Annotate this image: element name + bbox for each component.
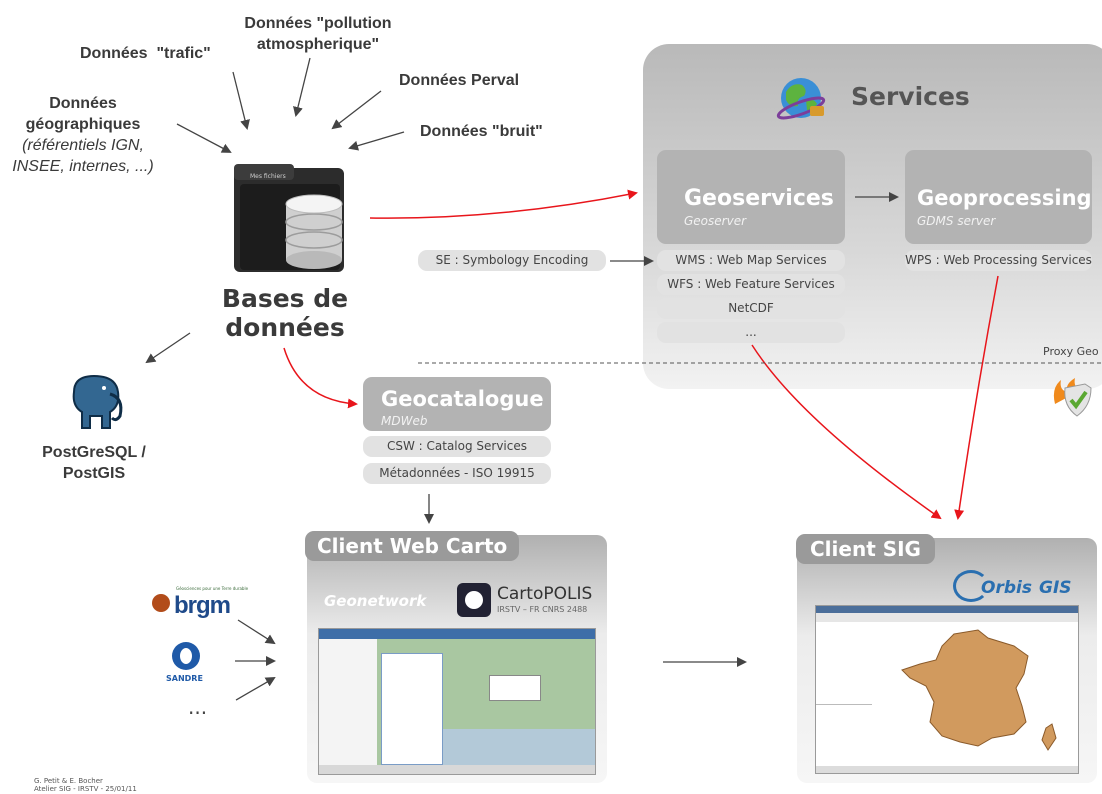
wms-pill: WMS : Web Map Services bbox=[657, 250, 845, 271]
csw-pill: CSW : Catalog Services bbox=[363, 436, 551, 457]
arrow-pollution bbox=[293, 57, 311, 117]
arrow-perval bbox=[331, 90, 382, 130]
geocatalogue-title: Geocatalogue bbox=[381, 387, 544, 411]
sandre-mark-icon bbox=[172, 642, 200, 670]
perval-label: Données Perval bbox=[399, 72, 520, 89]
proxy-label: Proxy Geo bbox=[1043, 345, 1099, 358]
postgres-line-1: PostGreSQL / bbox=[42, 444, 146, 461]
netcdf-pill: NetCDF bbox=[657, 298, 845, 319]
se-pill: SE : Symbology Encoding bbox=[418, 250, 606, 271]
cartopolis-sub: IRSTV – FR CNRS 2488 bbox=[497, 605, 588, 614]
metadata-pill: Métadonnées - ISO 19915 bbox=[363, 463, 551, 484]
shield-icon bbox=[1045, 374, 1095, 418]
pollution-line-1: Données "pollution bbox=[244, 15, 392, 32]
cartopolis-mark-icon bbox=[457, 583, 491, 617]
elephant-icon bbox=[64, 372, 128, 432]
more-sources-label: ... bbox=[188, 695, 208, 719]
more-services-pill: ... bbox=[657, 322, 845, 343]
trafic-label: Données "trafic" bbox=[80, 45, 211, 62]
bases-title: Bases de données bbox=[210, 284, 360, 342]
geo-line-1: Données bbox=[49, 95, 117, 112]
geocatalogue-sub: MDWeb bbox=[381, 414, 428, 428]
orbisgis-name-b: GIS bbox=[1039, 578, 1072, 598]
brgm-name: brgm bbox=[174, 592, 231, 619]
orbisgis-swoosh-icon bbox=[953, 570, 989, 602]
folder-label: Mes fichiers bbox=[250, 173, 286, 180]
brgm-mark-icon bbox=[152, 594, 170, 612]
globe-icon bbox=[774, 72, 828, 124]
cartopolis-name: CartoPOLIS bbox=[497, 584, 593, 604]
geocatalogue-box: Geocatalogue MDWeb bbox=[363, 377, 551, 431]
geo-line-3: (référentiels IGN, bbox=[22, 137, 144, 154]
credits-line-1: G. Petit & E. Bocher bbox=[34, 777, 103, 785]
brgm-logo: Géosciences pour une Terre durable brgm bbox=[150, 586, 248, 626]
sig-client-screenshot bbox=[815, 605, 1079, 774]
sandre-logo: SANDRE bbox=[158, 640, 218, 686]
bruit-label: Données "bruit" bbox=[420, 123, 543, 140]
geoservices-box: Geoservices Geoserver bbox=[657, 150, 845, 244]
geoprocessing-box: Geoprocessing GDMS server bbox=[905, 150, 1092, 244]
arrow-services-to-sig bbox=[751, 344, 942, 520]
orbisgis-logo: Orbis GIS bbox=[953, 566, 1083, 602]
arrow-trafic bbox=[232, 71, 250, 130]
sandre-name: SANDRE bbox=[166, 674, 203, 683]
client-web-title: Client Web Carto bbox=[305, 531, 520, 561]
pollution-label: Données "pollution atmospherique" bbox=[238, 13, 398, 55]
geonetwork-label: Geonetwork bbox=[324, 592, 427, 610]
arrow-to-postgres bbox=[145, 332, 191, 364]
geoservices-title: Geoservices bbox=[684, 186, 834, 211]
arrow-db-to-geoservices bbox=[369, 189, 638, 219]
credits: G. Petit & E. Bocher Atelier SIG - IRSTV… bbox=[34, 777, 137, 793]
arrow-brgm bbox=[237, 619, 276, 645]
geo-line-4: INSEE, internes, ...) bbox=[12, 158, 154, 175]
postgres-line-2: PostGIS bbox=[62, 465, 126, 482]
arrow-more bbox=[235, 676, 276, 701]
arrow-geo bbox=[176, 123, 232, 153]
geoservices-sub: Geoserver bbox=[684, 214, 747, 228]
credits-line-2: Atelier SIG - IRSTV - 25/01/11 bbox=[34, 785, 137, 793]
wfs-pill: WFS : Web Feature Services bbox=[657, 274, 845, 295]
bases-title-line-2: données bbox=[225, 313, 345, 342]
wps-pill: WPS : Web Processing Services bbox=[905, 250, 1092, 271]
bases-title-line-1: Bases de bbox=[221, 284, 349, 313]
postgres-label: PostGreSQL / PostGIS bbox=[24, 442, 164, 484]
geoprocessing-title: Geoprocessing bbox=[917, 186, 1092, 210]
web-client-screenshot bbox=[318, 628, 596, 775]
geoprocessing-sub: GDMS server bbox=[917, 214, 996, 228]
orbisgis-name-a: Orbis bbox=[981, 578, 1032, 598]
arrow-db-to-geocatalogue bbox=[283, 347, 358, 409]
cartopolis-logo: CartoPOLIS IRSTV – FR CNRS 2488 bbox=[457, 583, 593, 619]
geo-line-2: géographiques bbox=[25, 116, 141, 133]
services-title: Services bbox=[851, 82, 970, 111]
brgm-tagline: Géosciences pour une Terre durable bbox=[176, 586, 249, 591]
database-folder-icon: Mes fichiers bbox=[222, 160, 362, 280]
client-sig-title: Client SIG bbox=[796, 534, 935, 564]
arrow-bruit bbox=[348, 131, 405, 151]
france-map-icon bbox=[901, 629, 1057, 751]
pollution-line-2: atmospherique" bbox=[256, 36, 380, 53]
arrow-wps-to-sig bbox=[954, 275, 999, 520]
geographic-data-label: Données géographiques (référentiels IGN,… bbox=[0, 93, 166, 177]
